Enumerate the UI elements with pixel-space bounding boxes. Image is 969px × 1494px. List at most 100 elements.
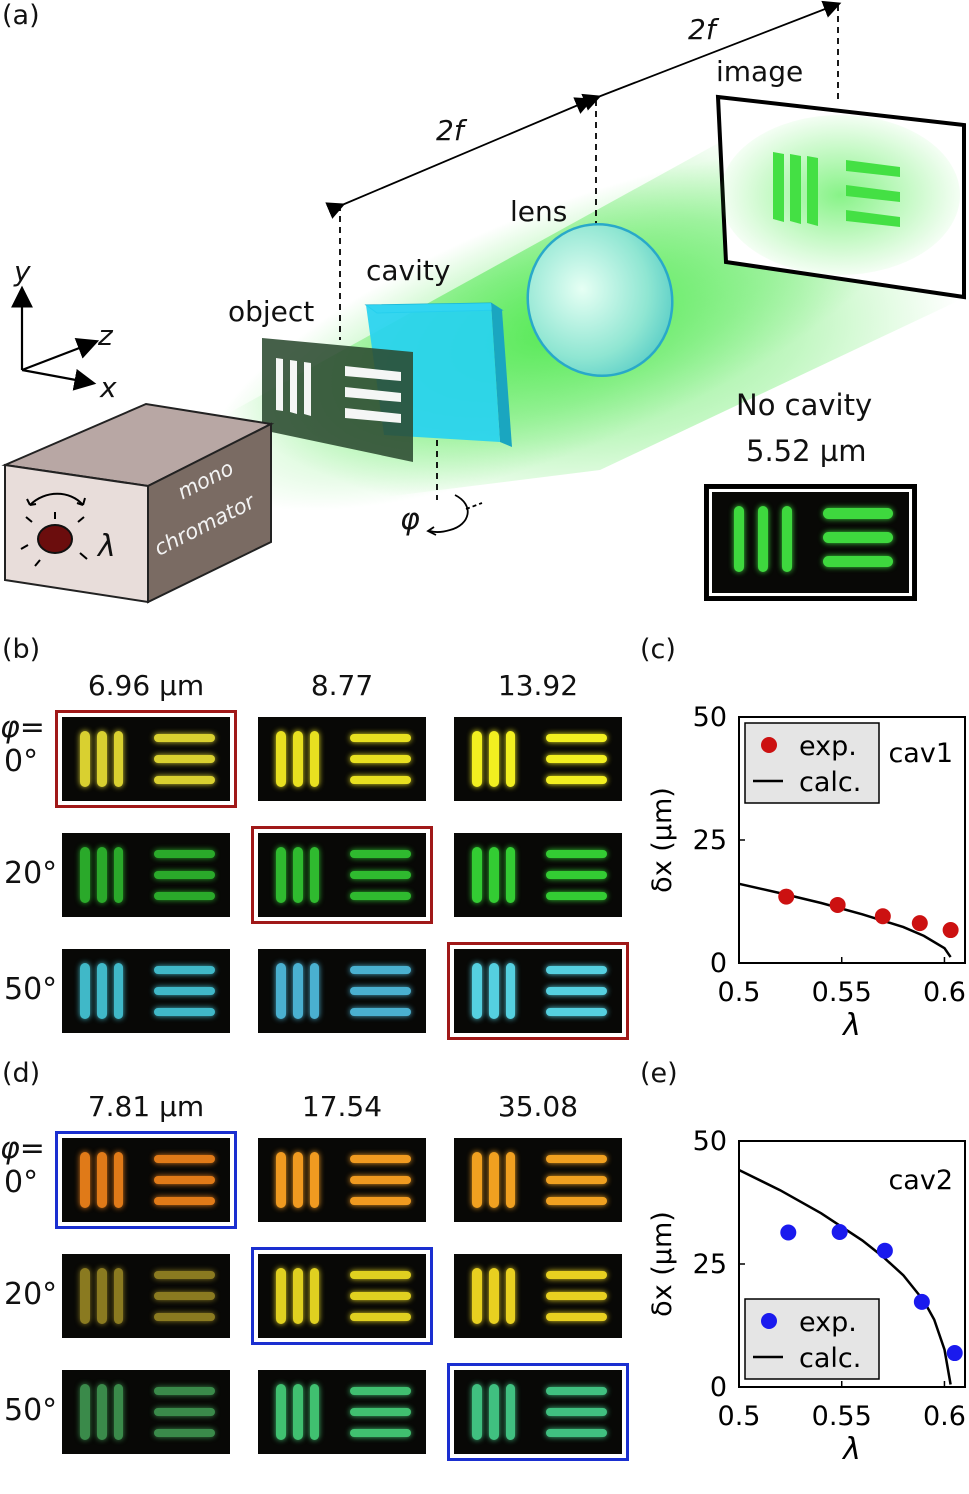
column-title: 35.08: [497, 1090, 579, 1123]
y-axis-label: δx (µm): [647, 1211, 678, 1317]
vertical-bar: [293, 1384, 303, 1440]
vertical-bar: [310, 1384, 320, 1440]
horizontal-bar: [546, 1007, 607, 1017]
x-tick-label: 0.5: [718, 977, 761, 1008]
vertical-bar: [489, 1268, 499, 1324]
axis-label-z: z: [98, 319, 113, 352]
horizontal-bar: [350, 733, 411, 743]
vertical-bar: [114, 1268, 124, 1324]
row-angle-label: 20°: [4, 856, 58, 891]
microscope-image: [454, 949, 622, 1033]
horizontal-bar: [154, 986, 215, 996]
horizontal-bar: [154, 891, 215, 901]
vertical-bar: [80, 1384, 90, 1440]
vertical-bar: [97, 1152, 107, 1208]
highlight-frame: [447, 942, 629, 1040]
horizontal-bar: [350, 1407, 411, 1417]
panel-label-d: (d): [2, 1058, 41, 1089]
highlight-frame: [55, 710, 237, 808]
label-lens: lens: [510, 195, 568, 228]
horizontal-bar: [350, 891, 411, 901]
horizontal-bar: [546, 733, 607, 743]
horizontal-bar: [350, 1196, 411, 1206]
x-tick-label: 0.6: [923, 1401, 966, 1432]
horizontal-bar: [154, 1196, 215, 1206]
horizontal-bar: [350, 849, 411, 859]
vertical-bar: [80, 963, 90, 1019]
lens: [526, 223, 674, 377]
microscope-image: [62, 1138, 230, 1222]
x-tick-label: 0.6: [923, 977, 966, 1008]
horizontal-bar: [546, 849, 607, 859]
horizontal-bar: [350, 1175, 411, 1185]
column-title: 8.77: [310, 669, 374, 702]
x-tick-label: 0.55: [812, 1401, 872, 1432]
microscope-image: [454, 1254, 622, 1338]
vertical-bar: [506, 1384, 516, 1440]
highlight-frame: [251, 1247, 433, 1345]
horizontal-bar: [350, 775, 411, 785]
microscope-image: [454, 1370, 622, 1454]
vertical-bar: [97, 731, 107, 787]
horizontal-bar: [154, 849, 215, 859]
vertical-bar: [310, 1152, 320, 1208]
legend-box: [744, 722, 880, 804]
horizontal-bar: [546, 891, 607, 901]
vertical-bar: [310, 847, 320, 903]
exp-point: [911, 915, 928, 932]
vertical-bar: [472, 1384, 482, 1440]
microscope-image: [62, 1370, 230, 1454]
horizontal-bar: [546, 1386, 607, 1396]
exp-point: [780, 1224, 797, 1241]
panel-label-e: (e): [640, 1058, 678, 1089]
vertical-bar: [734, 506, 744, 572]
panel-label-b: (b): [2, 634, 41, 665]
monochromator: [1, 402, 275, 604]
object-mask: [262, 338, 413, 462]
axis-label-x: x: [100, 371, 117, 404]
vertical-bar: [472, 1152, 482, 1208]
legend-marker-exp: [761, 737, 777, 753]
horizontal-bar: [154, 775, 215, 785]
horizontal-bar: [154, 1291, 215, 1301]
column-title: 17.54: [301, 1090, 383, 1123]
highlight-frame: [55, 1131, 237, 1229]
microscope-image: [62, 833, 230, 917]
horizontal-bar: [154, 1007, 215, 1017]
legend-label-calc: calc.: [799, 767, 861, 798]
label-2f-right: 2f: [688, 13, 716, 46]
vertical-bar: [489, 963, 499, 1019]
horizontal-bar: [154, 733, 215, 743]
coordinate-axes: [10, 285, 100, 391]
vertical-bar: [114, 847, 124, 903]
horizontal-bar: [823, 532, 893, 543]
y-tick-label: 0: [710, 948, 727, 979]
exp-point: [831, 1224, 848, 1241]
y-tick-label: 25: [693, 1249, 727, 1280]
legend-marker-exp: [761, 1313, 777, 1329]
horizontal-bar: [154, 1175, 215, 1185]
vertical-bar: [472, 963, 482, 1019]
no-cavity-label-1: No cavity: [736, 388, 873, 422]
microscope-image: [258, 1254, 426, 1338]
vertical-bar: [310, 963, 320, 1019]
vertical-bar: [506, 847, 516, 903]
label-2f-left: 2f: [436, 114, 464, 147]
rotation-axis: [426, 440, 483, 536]
horizontal-bar: [154, 870, 215, 880]
row-angle-label: 50°: [4, 972, 58, 1007]
vertical-bar: [97, 1384, 107, 1440]
vertical-bar: [293, 963, 303, 1019]
horizontal-bar: [154, 1386, 215, 1396]
vertical-bar: [114, 731, 124, 787]
microscope-image: [454, 1138, 622, 1222]
vertical-bar: [506, 731, 516, 787]
calc-curve: [738, 1168, 952, 1385]
horizontal-bar: [546, 870, 607, 880]
x-axis-label: λ: [841, 1432, 861, 1467]
microscope-image: [258, 717, 426, 801]
vertical-bar: [97, 1268, 107, 1324]
horizontal-bar: [350, 1428, 411, 1438]
